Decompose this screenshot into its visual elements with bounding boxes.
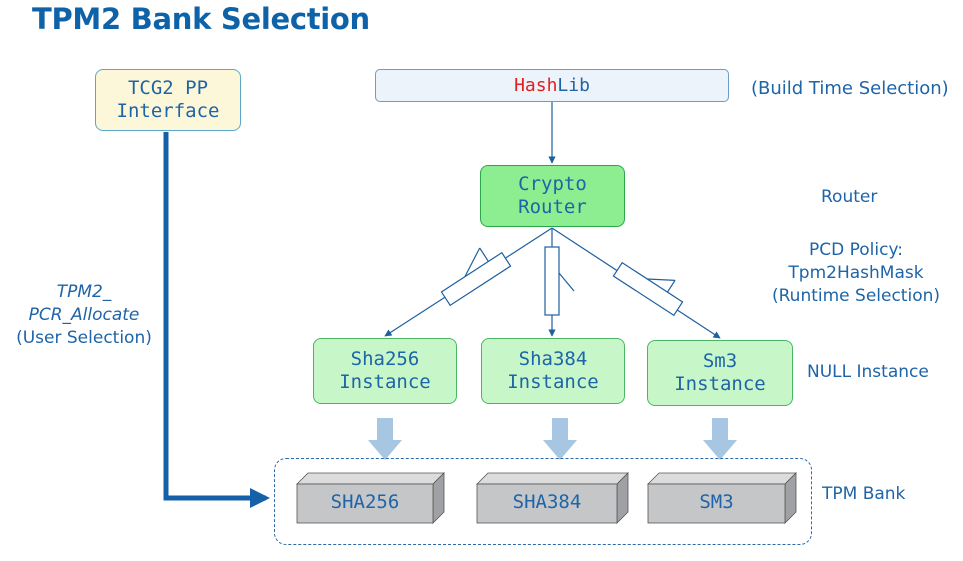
sha384-instance-box: Sha384 Instance (481, 338, 625, 404)
tpm-bank-label: TPM Bank (822, 484, 906, 504)
bank-sha384-label: SHA384 (512, 491, 582, 513)
bank-cube-icon (647, 472, 797, 524)
user-selection-connector (163, 132, 270, 508)
switch-icon (612, 261, 684, 317)
pcd-policy-label: PCD Policy: Tpm2HashMask (Runtime Select… (756, 239, 956, 308)
tcg2-line1: TCG2 PP (127, 76, 209, 99)
instance-line1: Sha384 (518, 347, 588, 370)
bank-sha256-label: SHA256 (330, 491, 400, 513)
instance-line1: Sm3 (702, 349, 738, 372)
instance-line1: Sha256 (350, 347, 420, 370)
build-time-selection-label: (Build Time Selection) (751, 78, 949, 99)
router-label: Router (821, 187, 878, 207)
pcd-policy-line1: PCD Policy: (808, 240, 903, 260)
hashlib-lib-text: Lib (557, 74, 590, 96)
user-selection-line2: PCR_Allocate (28, 305, 140, 325)
instance-line2: Instance (674, 373, 766, 395)
null-instance-label: NULL Instance (807, 362, 929, 382)
instance-line2: Instance (339, 371, 431, 393)
crypto-router-box: Crypto Router (480, 165, 625, 227)
down-arrow-icon (543, 418, 577, 460)
pcd-policy-line2: Tpm2HashMask (788, 263, 924, 283)
pcd-policy-line3: (Runtime Selection) (771, 286, 941, 306)
sm3-instance-box: Sm3 Instance (647, 340, 793, 406)
tcg2-pp-interface-box: TCG2 PP Interface (95, 69, 241, 131)
bank-cube-icon (296, 472, 445, 524)
tpm-bank-group (274, 458, 812, 545)
switch-icon (440, 247, 512, 307)
down-arrow-icon (703, 418, 737, 460)
router-line2: Router (518, 196, 587, 218)
tcg2-line2: Interface (116, 100, 220, 122)
switch-icon (544, 246, 575, 316)
hashlib-hash-text: Hash (514, 74, 558, 96)
bank-sm3-label: SM3 (699, 491, 734, 513)
instance-line2: Instance (507, 371, 599, 393)
down-arrow-icon (368, 418, 402, 460)
user-selection-line1: TPM2_ (56, 282, 112, 302)
user-selection-line3: (User Selection) (16, 328, 152, 348)
router-line1: Crypto (518, 172, 587, 195)
user-selection-label: TPM2_ PCR_Allocate (User Selection) (2, 281, 166, 350)
page-title: TPM2 Bank Selection (32, 2, 370, 36)
bank-cube-icon (476, 472, 629, 524)
sha256-instance-box: Sha256 Instance (313, 338, 457, 404)
